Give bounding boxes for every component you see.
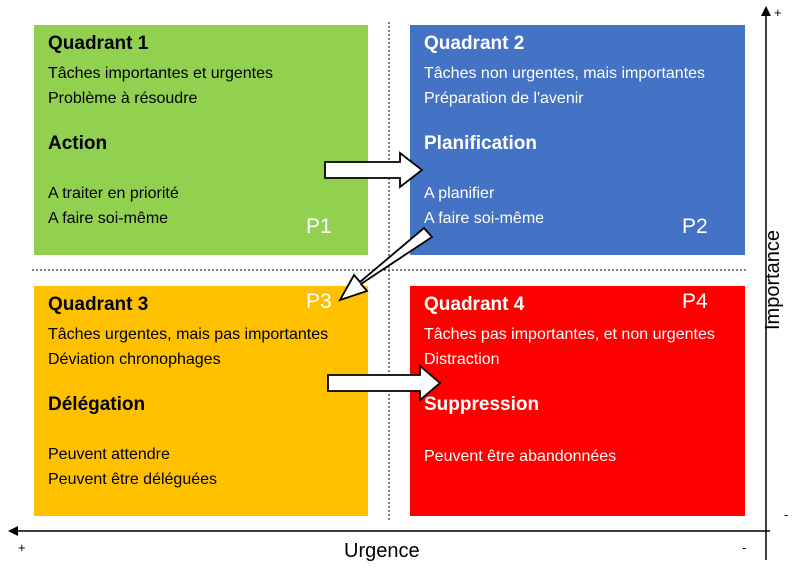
- quadrant-2-line-2: Préparation de l'avenir: [424, 90, 584, 107]
- quadrant-2-priority: P2: [682, 215, 708, 238]
- quadrant-3-note-1: Peuvent attendre: [48, 446, 170, 463]
- quadrant-4-action: Suppression: [424, 394, 540, 415]
- quadrant-1-action: Action: [48, 133, 108, 154]
- quadrant-2-note-2: A faire soi-même: [424, 210, 545, 227]
- quadrant-4-note-1: Peuvent être abandonnées: [424, 448, 617, 465]
- quadrant-4-line-1: Tâches pas importantes, et non urgentes: [424, 326, 715, 343]
- quadrant-3-line-2: Déviation chronophages: [48, 351, 221, 368]
- quadrant-4-title: Quadrant 4: [424, 294, 525, 315]
- arrow-q1-to-q2: [324, 151, 424, 189]
- quadrant-1-note-1: A traiter en priorité: [48, 185, 179, 202]
- x-axis-plus-sign: +: [18, 540, 26, 555]
- quadrant-4-line-2: Distraction: [424, 351, 500, 368]
- quadrant-1-notes: A traiter en priorité A faire soi-même: [48, 181, 179, 231]
- quadrant-3-title: Quadrant 3: [48, 294, 149, 315]
- quadrant-3-description: Tâches urgentes, mais pas importantes Dé…: [48, 322, 328, 372]
- quadrant-3-note-2: Peuvent être déléguées: [48, 471, 218, 488]
- quadrant-3: Quadrant 3 Tâches urgentes, mais pas imp…: [34, 286, 368, 516]
- y-axis-plus-sign: +: [774, 5, 782, 20]
- quadrant-2-title: Quadrant 2: [424, 33, 525, 54]
- arrow-q3-to-q4: [327, 364, 442, 402]
- quadrant-3-notes: Peuvent attendre Peuvent être déléguées: [48, 442, 217, 492]
- x-axis-minus-sign: -: [742, 540, 747, 555]
- quadrant-1: Quadrant 1 Tâches importantes et urgente…: [34, 25, 368, 255]
- quadrant-3-line-1: Tâches urgentes, mais pas importantes: [48, 326, 329, 343]
- quadrant-1-line-1: Tâches importantes et urgentes: [48, 65, 274, 82]
- quadrant-1-description: Tâches importantes et urgentes Problème …: [48, 61, 273, 111]
- quadrant-4-description: Tâches pas importantes, et non urgentes …: [424, 322, 715, 372]
- y-axis-label: Importance: [762, 229, 784, 330]
- quadrant-2: Quadrant 2 Tâches non urgentes, mais imp…: [410, 25, 745, 255]
- quadrant-2-line-1: Tâches non urgentes, mais importantes: [424, 65, 706, 82]
- x-axis-label: Urgence: [344, 540, 420, 562]
- quadrant-3-priority: P3: [306, 290, 332, 313]
- quadrant-4: Quadrant 4 Tâches pas importantes, et no…: [410, 286, 745, 516]
- quadrant-2-action: Planification: [424, 133, 537, 154]
- quadrant-4-priority: P4: [682, 290, 708, 313]
- quadrant-1-title: Quadrant 1: [48, 33, 149, 54]
- quadrant-2-description: Tâches non urgentes, mais importantes Pr…: [424, 61, 705, 111]
- quadrant-1-priority: P1: [306, 215, 332, 238]
- quadrant-3-action: Délégation: [48, 394, 146, 415]
- quadrant-4-notes: Peuvent être abandonnées: [424, 444, 616, 469]
- quadrant-1-line-2: Problème à résoudre: [48, 90, 198, 107]
- y-axis-minus-sign: -: [784, 507, 789, 522]
- arrow-q2-to-q3: [338, 226, 434, 302]
- quadrant-1-note-2: A faire soi-même: [48, 210, 169, 227]
- quadrant-2-note-1: A planifier: [424, 185, 495, 202]
- quadrant-2-notes: A planifier A faire soi-même: [424, 181, 544, 231]
